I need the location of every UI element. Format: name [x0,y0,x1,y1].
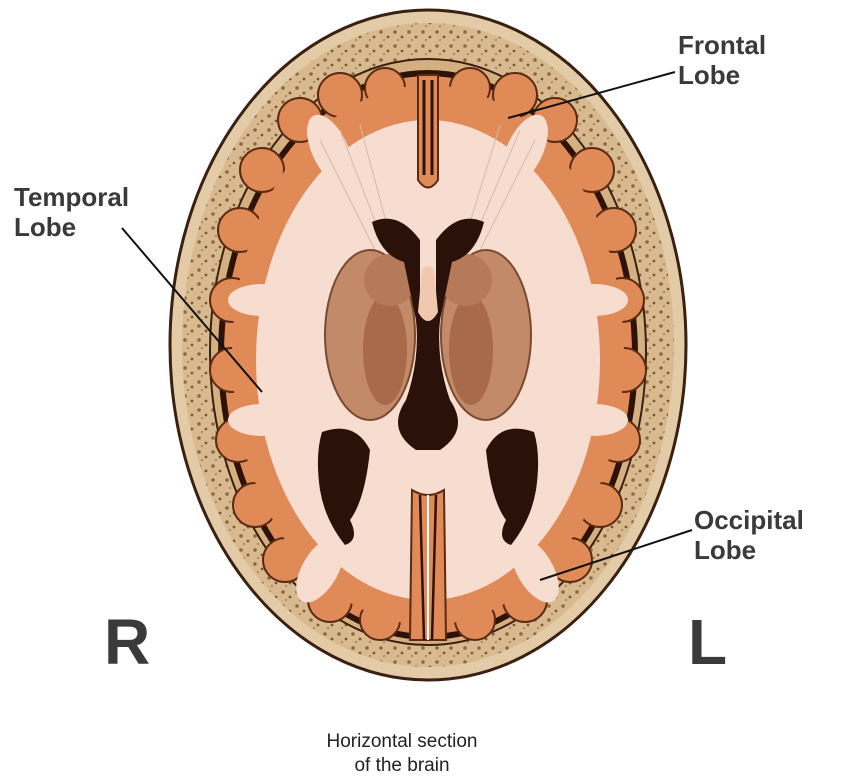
frontal-label-line1: Frontal [678,30,766,60]
temporal-label-line1: Temporal [14,182,129,212]
temporal-lobe-label: Temporal Lobe [14,182,129,242]
temporal-label-line2: Lobe [14,212,129,242]
caption-line1: Horizontal section [272,730,532,754]
frontal-lobe-label: Frontal Lobe [678,30,766,90]
occipital-label-line1: Occipital [694,505,804,535]
occipital-lobe-label: Occipital Lobe [694,505,804,565]
right-side-marker: R [104,610,150,674]
caption-line2: of the brain [272,754,532,778]
occipital-label-line2: Lobe [694,535,804,565]
frontal-label-line2: Lobe [678,60,766,90]
figure-caption: Horizontal section of the brain [272,730,532,778]
left-side-marker: L [688,610,727,674]
